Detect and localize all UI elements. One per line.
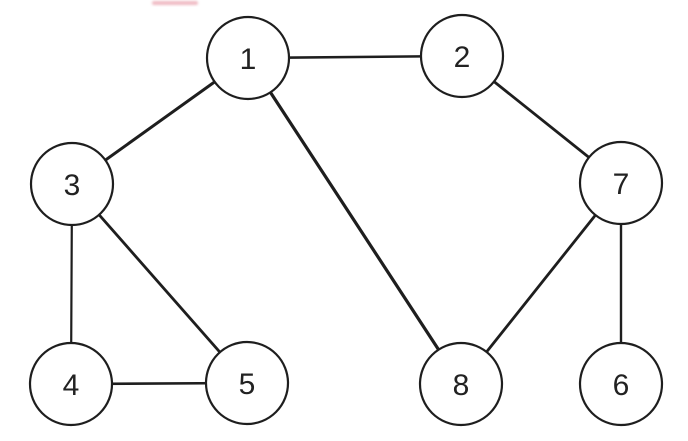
graph-node-8: 8 [418,341,504,427]
node-circle-3 [29,141,115,227]
node-label-8: 8 [453,369,470,402]
graph-node-4: 4 [28,341,114,427]
node-circle-7 [578,140,664,226]
pink-scan-smudge [152,1,198,5]
node-circle-5 [204,340,290,426]
node-label-4: 4 [63,369,80,402]
graph-edge-7-8 [459,181,623,386]
node-circle-6 [578,341,664,427]
node-circle-1 [205,15,291,101]
node-circle-2 [419,13,505,99]
node-label-1: 1 [240,43,257,76]
graph-edge-3-5 [70,182,249,385]
graph-node-7: 7 [578,140,664,226]
graph-node-5: 5 [204,340,290,426]
node-label-3: 3 [64,169,81,202]
edge-layer [69,54,623,386]
node-label-7: 7 [613,168,630,201]
graph-node-2: 2 [419,13,505,99]
graph-node-3: 3 [29,141,115,227]
graph-node-6: 6 [578,341,664,427]
node-circle-8 [418,341,504,427]
graph-node-1: 1 [205,15,291,101]
node-label-6: 6 [613,369,630,402]
graph-edge-1-8 [246,56,463,386]
node-circle-4 [28,341,114,427]
node-layer: 1 2 3 4 5 6 7 8 [28,13,664,427]
node-label-5: 5 [239,368,256,401]
node-label-2: 2 [454,41,471,74]
